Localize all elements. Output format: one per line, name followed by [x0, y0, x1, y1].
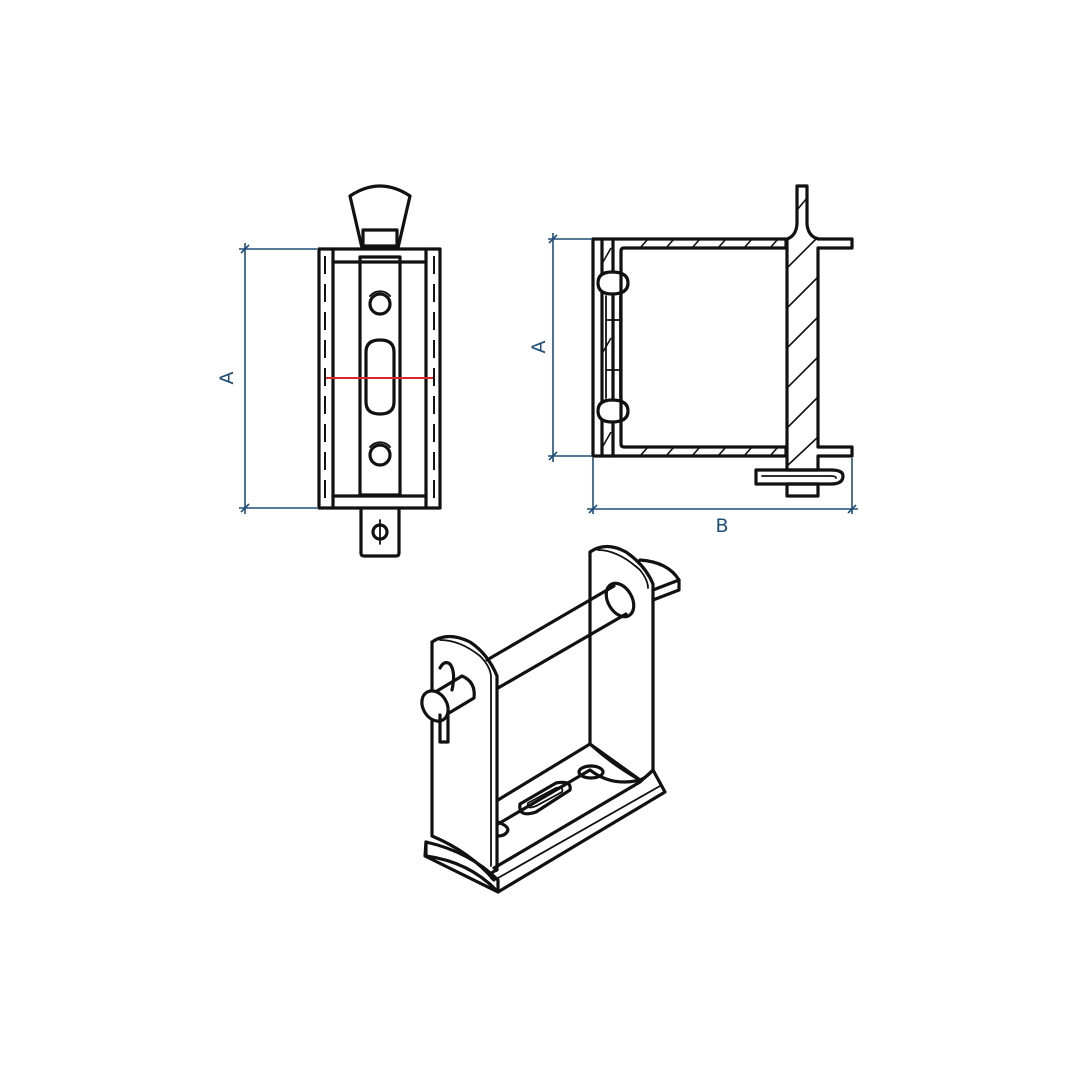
side-dimension-b: B	[587, 458, 858, 537]
front-dimension-a-label: A	[216, 372, 238, 385]
side-dimension-b-label: B	[715, 515, 728, 537]
isometric-view	[420, 544, 681, 894]
front-view	[317, 184, 442, 558]
side-dimension-a-label: A	[528, 341, 550, 354]
front-dimension-a: A	[216, 243, 317, 514]
side-section-view	[591, 184, 854, 498]
side-dimension-a: A	[528, 233, 592, 462]
